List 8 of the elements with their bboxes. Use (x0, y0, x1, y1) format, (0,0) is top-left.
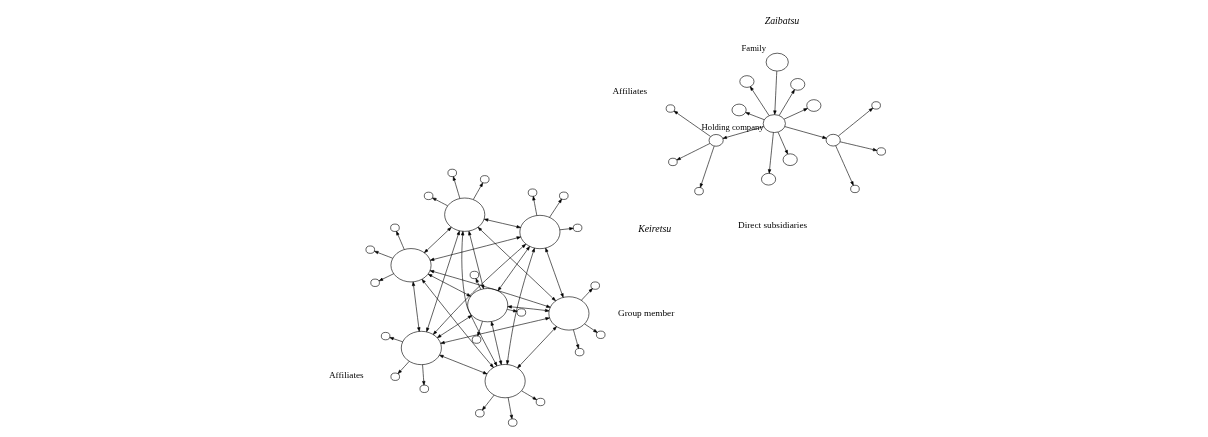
label: Direct subsidiaries (737, 220, 807, 231)
label: Affiliates (611, 86, 647, 97)
node-label: Holding company (701, 122, 764, 133)
label: Group member (617, 308, 674, 319)
node-label: Family (741, 42, 766, 53)
label: Zaibatsu (764, 14, 799, 26)
label: Affiliates (328, 370, 364, 381)
label: Keiretsu (637, 222, 671, 234)
